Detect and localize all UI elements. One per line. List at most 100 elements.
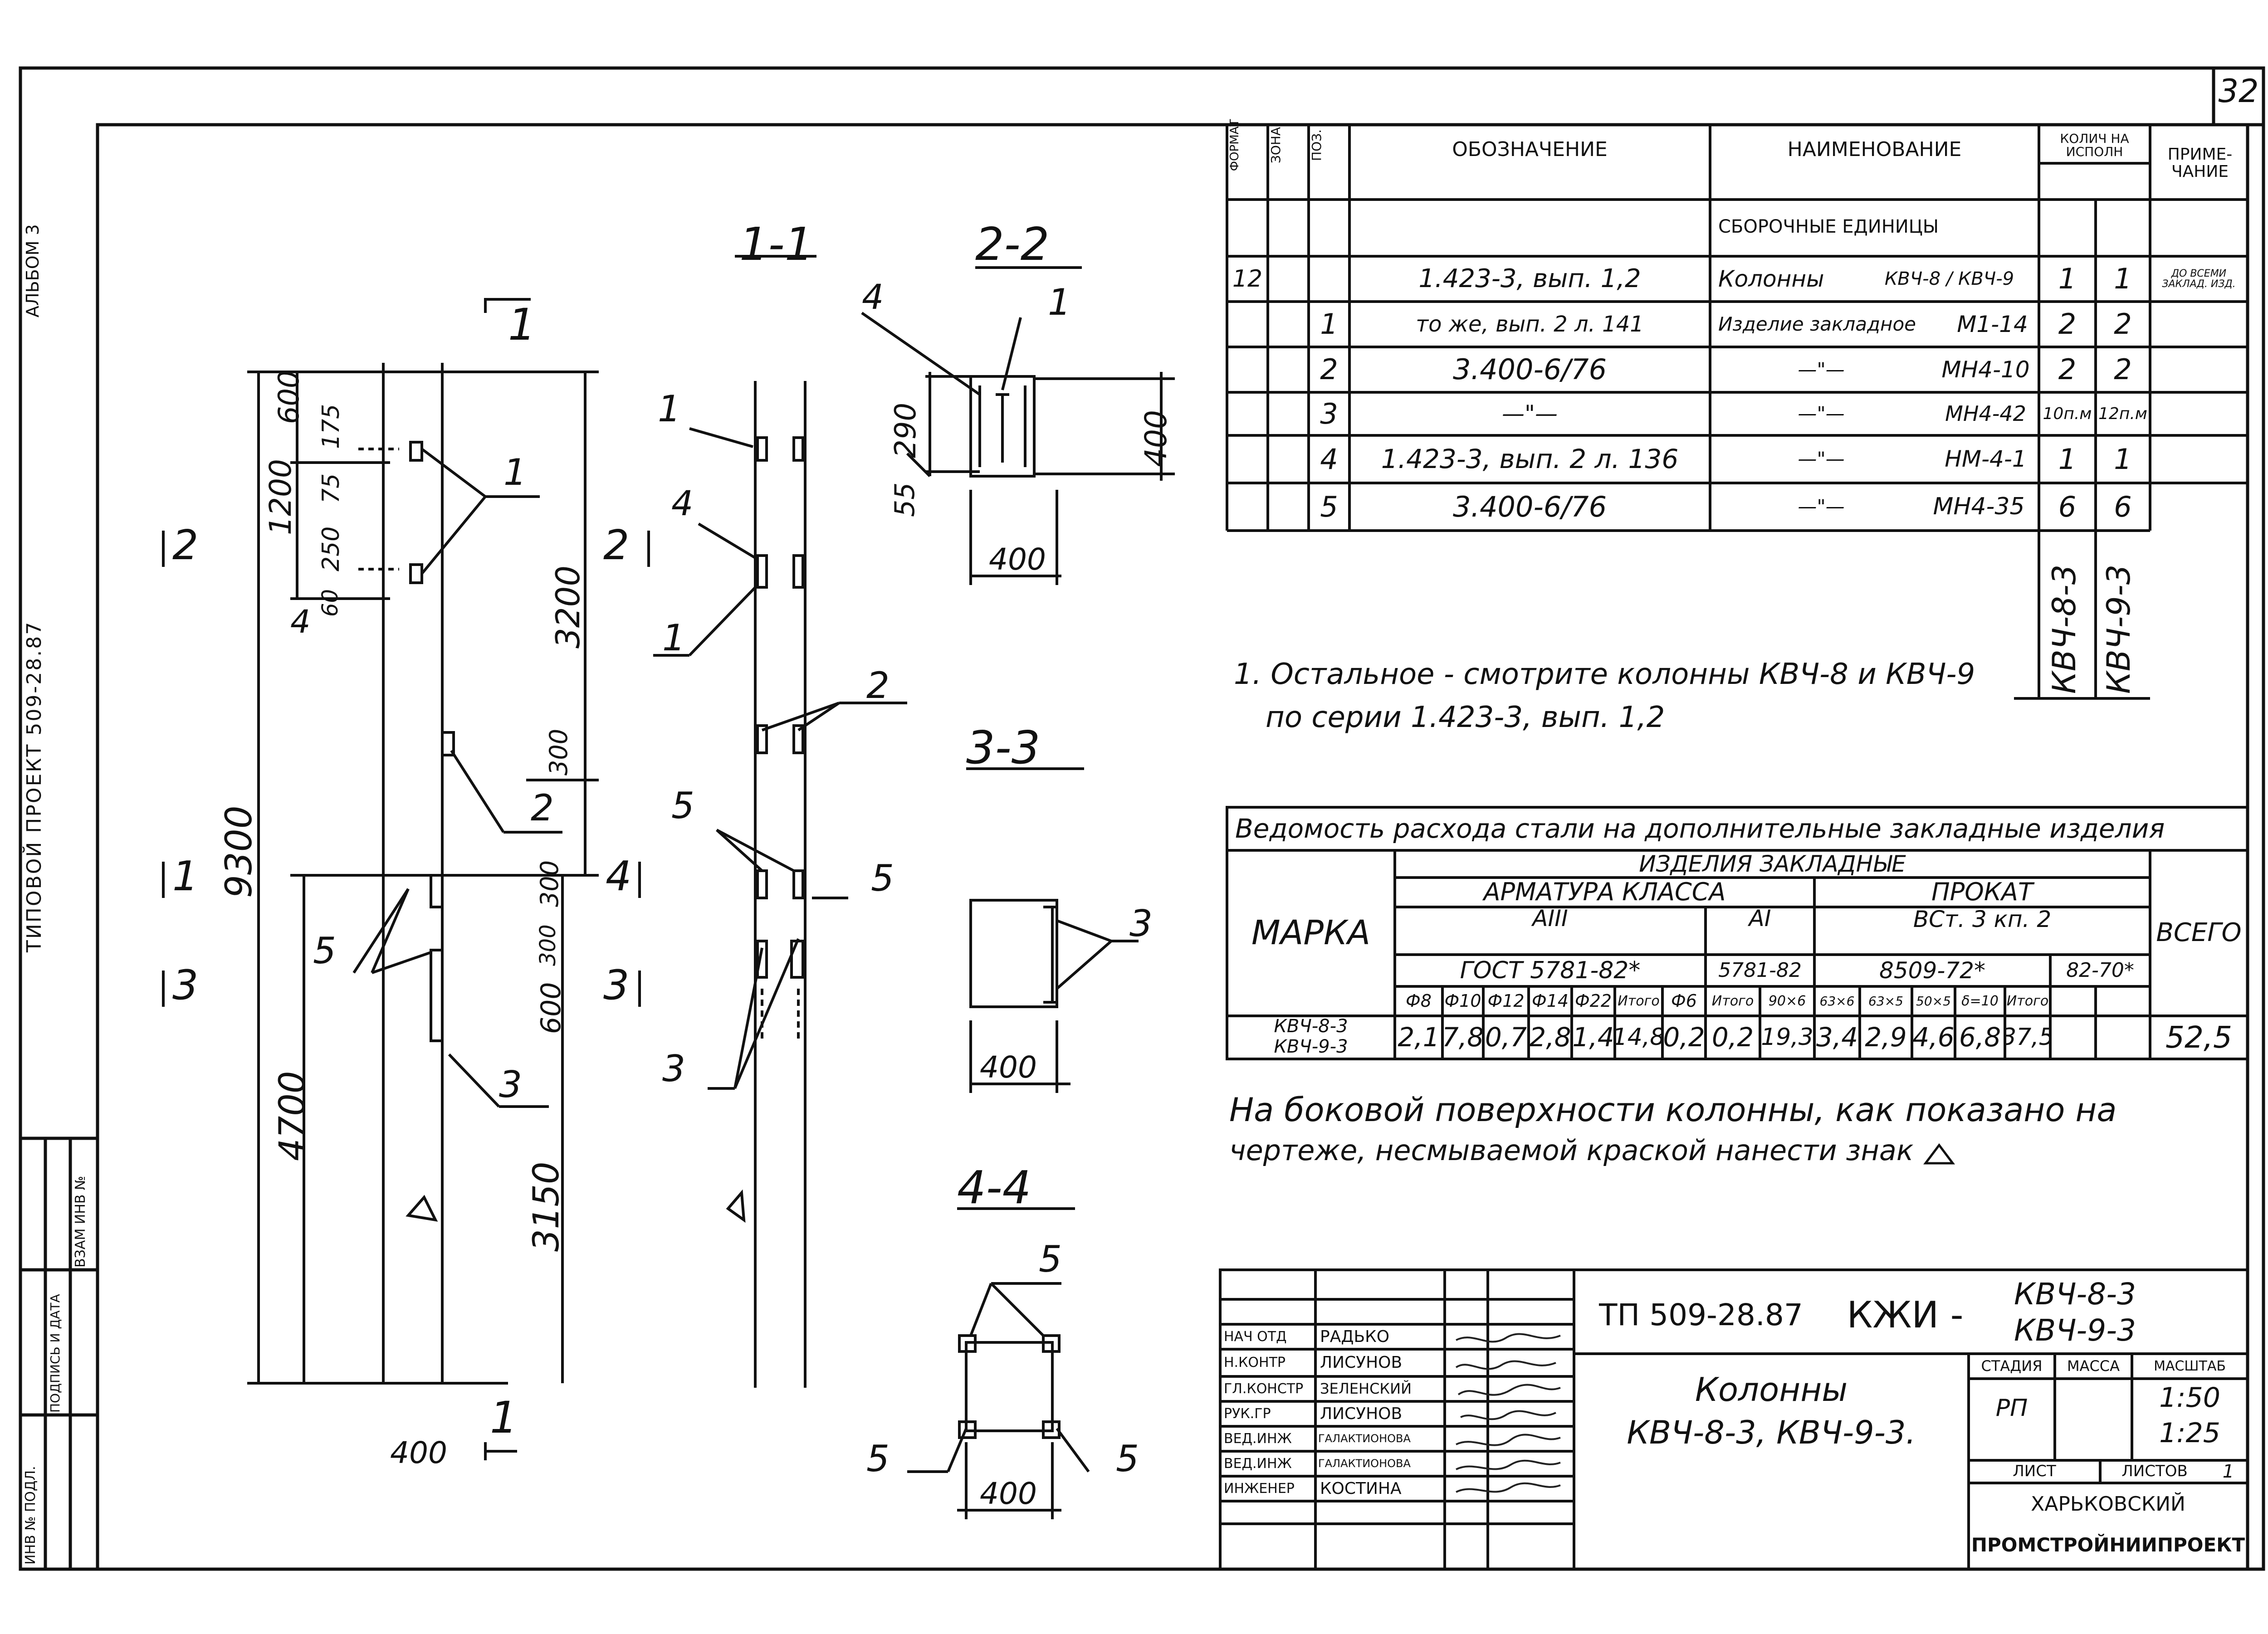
sheet-header: ЛИСТ	[2013, 1462, 2056, 1481]
variant-kv4-8-3: КВЧ-8-3	[2046, 564, 2083, 694]
steel-value: 0,7	[1485, 1022, 1527, 1053]
spec-row-q2: 6	[2114, 490, 2132, 523]
sheets-value: 1	[2222, 1461, 2234, 1482]
album-label: АЛЬБОМ 3	[23, 224, 43, 317]
side-stamp-col-1: ИНВ № ПОДЛ.	[23, 1466, 39, 1565]
project-label: ТИПОВОЙ ПРОЕКТ 509-28.87	[23, 620, 46, 952]
signature-marks	[1447, 1327, 1574, 1499]
steel-gost4: 82-70*	[2066, 958, 2134, 982]
variant-kv4-9-3: КВЧ-9-3	[2100, 564, 2137, 694]
leader-3-elev: 3	[499, 1063, 522, 1106]
sheets-header: ЛИСТОВ	[2121, 1462, 2188, 1481]
steel-value: 2,8	[1529, 1022, 1571, 1053]
steel-value: 14,8	[1615, 1024, 1662, 1051]
marking-note-line-2: чертеже, несмываемой краской нанести зна…	[1229, 1134, 1914, 1167]
doc-mark-1: КВЧ-8-3	[2014, 1277, 2136, 1312]
leader-1-s22: 1	[1048, 281, 1071, 323]
dim-300-c: 300	[535, 924, 561, 966]
steel-value: 0,2	[1711, 1022, 1754, 1053]
scale-value-2: 1:25	[2159, 1417, 2220, 1449]
staff-name: КОСТИНА	[1320, 1479, 1402, 1498]
steel-a3-header: АIII	[1532, 907, 1568, 930]
dim-3150: 3150	[526, 1161, 567, 1252]
spec-row-name: —"—	[1798, 358, 1845, 380]
leader-3-s33: 3	[1129, 902, 1153, 945]
staff-name: ГАЛАКТИОНОВА	[1318, 1432, 1411, 1445]
spec-row-designation: —"—	[1502, 400, 1558, 427]
staff-name: ГАЛАКТИОНОВА	[1318, 1457, 1411, 1470]
steel-value: 4,6	[1912, 1022, 1955, 1053]
steel-marka-header: МАРКА	[1251, 913, 1371, 952]
spec-row-note: ДО ВСЕМИ ЗАКЛАД. ИЗД.	[2162, 268, 2236, 290]
side-stamp-box	[19, 1136, 99, 1571]
spec-row-pos: 5	[1320, 490, 1338, 523]
marking-note-line-1: На боковой поверхности колонны, как пока…	[1229, 1091, 2117, 1129]
spec-row-pos: 3	[1320, 397, 1338, 430]
spec-row-name2: М1-14	[1957, 311, 2028, 337]
staff-name: ЛИСУНОВ	[1320, 1404, 1403, 1423]
sheet-number-box	[2212, 66, 2265, 127]
spec-header-qty: КОЛИЧ НА ИСПОЛН	[2060, 131, 2129, 159]
spec-row-q1: 1	[2058, 262, 2077, 296]
spec-row-q2: 1	[2114, 442, 2132, 476]
steel-rebar-header: АРМАТУРА КЛАССА	[1483, 878, 1726, 907]
cut-mark-4-right: 4	[606, 853, 632, 900]
steel-subcol: Ф6	[1671, 991, 1697, 1011]
spec-row-name: —"—	[1798, 448, 1845, 470]
note-1-line-2: по серии 1.423-3, вып. 1,2	[1266, 701, 1665, 734]
section-3-3	[966, 767, 1139, 1093]
steel-subcol: 90×6	[1768, 993, 1806, 1010]
spec-row-q1: 10п.м	[2043, 404, 2092, 423]
cut-mark-1-left: 1	[172, 853, 199, 900]
spec-row-pos: 2	[1320, 353, 1338, 386]
steel-value: 19,3	[1761, 1024, 1813, 1051]
steel-value: 2,1	[1398, 1022, 1440, 1053]
steel-rolled-header: ПРОКАТ	[1931, 878, 2033, 907]
spec-header-zone: ЗОНА	[1268, 127, 1283, 164]
steel-value: 7,8	[1442, 1022, 1483, 1053]
steel-gost3: 8509-72*	[1879, 957, 1985, 984]
steel-vst-header: ВСт. 3 кп. 2	[1913, 907, 2052, 932]
steel-subcol: Итого	[1618, 993, 1660, 1010]
spec-header-name: НАИМЕНОВАНИЕ	[1787, 137, 1962, 161]
section-1-1	[653, 255, 907, 1388]
spec-row-pos: 4	[1320, 442, 1338, 476]
doc-type: КЖИ -	[1847, 1294, 1964, 1336]
cut-mark-3-left: 3	[172, 961, 199, 1009]
dim-400-4-4: 400	[980, 1476, 1037, 1511]
spec-row-q1: 2	[2058, 307, 2077, 341]
side-stamp-col-3: ВЗАМ ИНВ №	[73, 1176, 88, 1268]
steel-subcol: Ф8	[1406, 991, 1432, 1011]
spec-header-format: ФОРМАТ	[1227, 119, 1242, 171]
steel-value: 2,9	[1865, 1022, 1907, 1053]
steel-subcol: Итого	[1711, 993, 1754, 1010]
section-4-4-title: 4-4	[957, 1161, 1031, 1214]
leader-4-s22: 4	[862, 277, 884, 317]
staff-role: РУК.ГР	[1224, 1405, 1271, 1422]
staff-role: ВЕД.ИНЖ	[1224, 1455, 1292, 1472]
spec-row-name2: МН4-42	[1945, 401, 2026, 426]
dim-300-a: 300	[544, 728, 573, 776]
spec-row-designation: 3.400-6/76	[1452, 353, 1607, 386]
steel-subcol: 50×5	[1916, 994, 1951, 1009]
steel-mark: КВЧ-8-3	[1274, 1016, 1348, 1036]
marking-sign-icon	[1923, 1143, 1955, 1165]
spec-row-q2: 1	[2114, 262, 2132, 296]
steel-subcol: Ф14	[1531, 991, 1569, 1011]
leader-5-s11-b: 5	[871, 857, 894, 899]
scale-header: МАСШТАБ	[2154, 1358, 2226, 1375]
dim-1200: 1200	[263, 459, 298, 535]
steel-total-header: ВСЕГО	[2156, 918, 2242, 948]
stage-header: СТАДИЯ	[1981, 1357, 2043, 1375]
leader-3-s11: 3	[662, 1048, 685, 1090]
leader-5-s44-left: 5	[866, 1438, 890, 1480]
leader-4-elev: 4	[290, 603, 311, 640]
dim-55: 55	[889, 482, 921, 517]
steel-total-value: 52,5	[2165, 1019, 2232, 1055]
spec-row-q2: 12п.м	[2098, 404, 2147, 423]
spec-row-name: Колонны	[1718, 265, 1824, 292]
section-4-4	[907, 1207, 1090, 1519]
dim-250: 250	[318, 526, 345, 571]
steel-subcol: Ф22	[1574, 991, 1612, 1011]
staff-role: ИНЖЕНЕР	[1224, 1480, 1295, 1497]
